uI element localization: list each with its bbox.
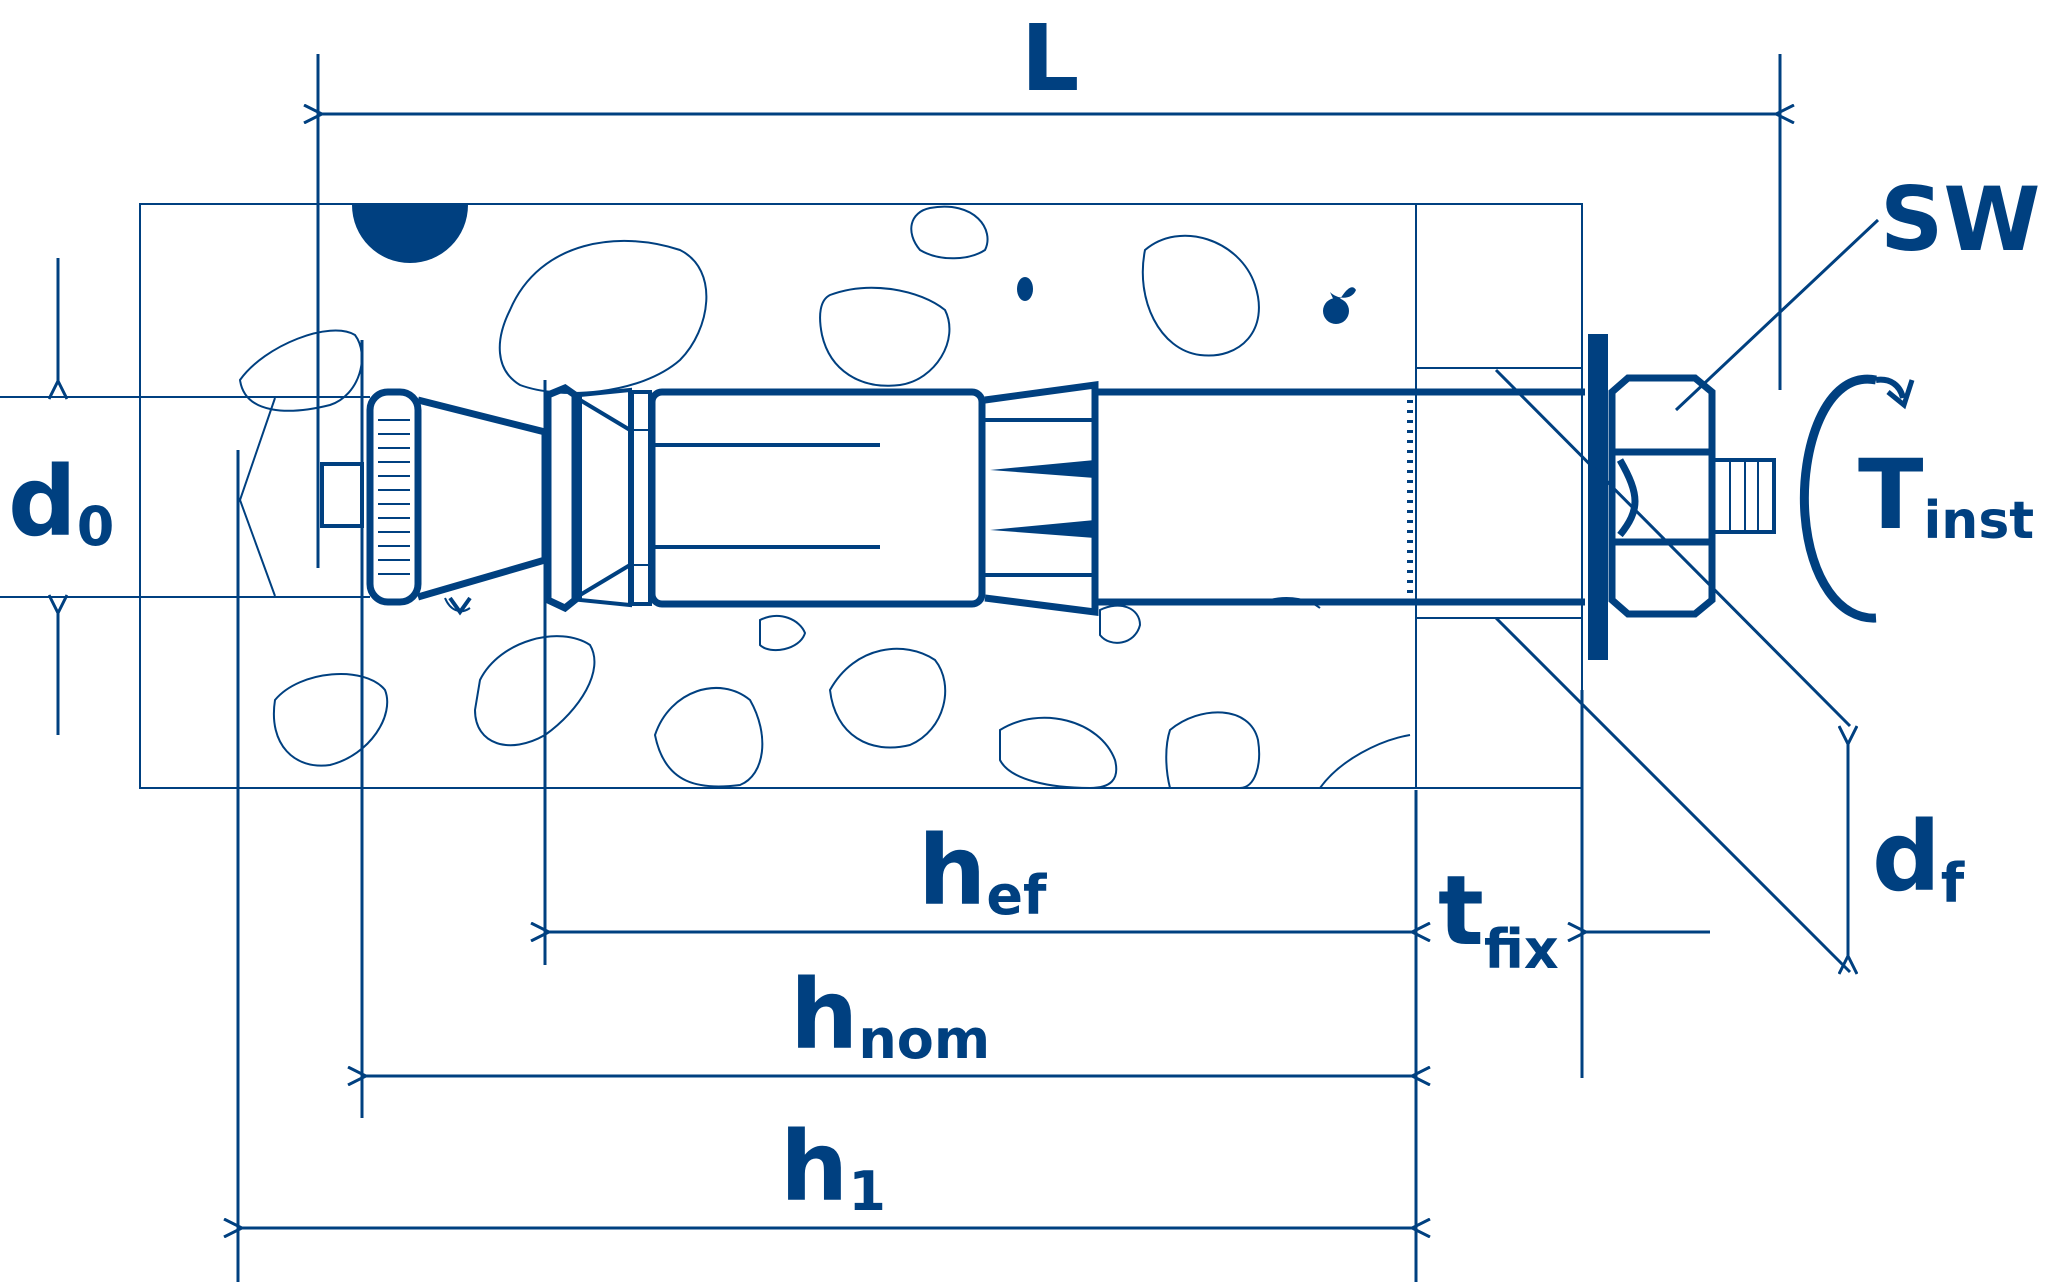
label-tfix: tfix	[1438, 855, 1559, 981]
label-df: df	[1872, 801, 1965, 915]
label-hnom: hnom	[790, 959, 990, 1071]
label-SW: SW	[1880, 168, 2040, 271]
label-d0: d0	[8, 446, 114, 558]
label-h1: h1	[780, 1111, 886, 1223]
fixture-plate	[1415, 203, 1583, 789]
concrete-base	[139, 203, 1417, 789]
knurl-lines	[378, 419, 410, 575]
aggregate-stones	[238, 205, 1411, 790]
extension-lines	[236, 54, 1880, 1282]
anchor-bolt	[320, 334, 1776, 660]
torque-arrow	[1799, 374, 1915, 623]
label-L: L	[1021, 5, 1080, 112]
dimension-lines	[58, 114, 1848, 1228]
label-hef: hef	[918, 815, 1047, 927]
label-T-inst: Tinst	[1858, 439, 2034, 551]
